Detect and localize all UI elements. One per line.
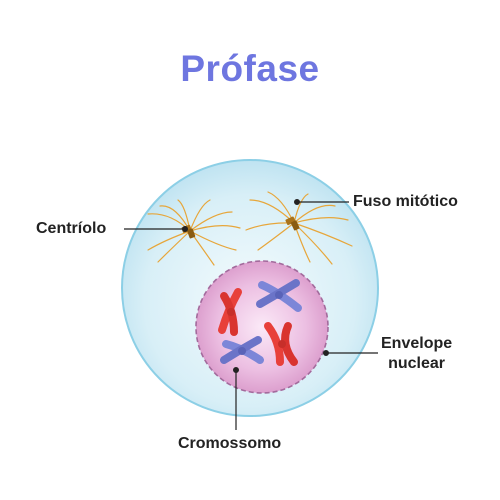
chromosome-red-2 [264,322,298,366]
label-fuso-mitotico: Fuso mitótico [353,193,458,210]
nuclear-envelope [195,260,329,394]
diagram-title: Prófase [180,48,320,89]
chromosome-red-1 [218,288,242,336]
label-centriolo: Centríolo [36,220,107,237]
leader-lines [124,199,378,430]
label-envelope-nuclear: Envelope nuclear [381,334,452,374]
label-envelope-line1: Envelope [381,335,453,352]
label-cromossomo: Cromossomo [178,435,282,452]
centriole-right [285,216,300,231]
chromosome-blue-2 [220,336,264,364]
chromosome-blue-1 [256,279,302,312]
label-envelope-line2: nuclear [388,355,446,372]
